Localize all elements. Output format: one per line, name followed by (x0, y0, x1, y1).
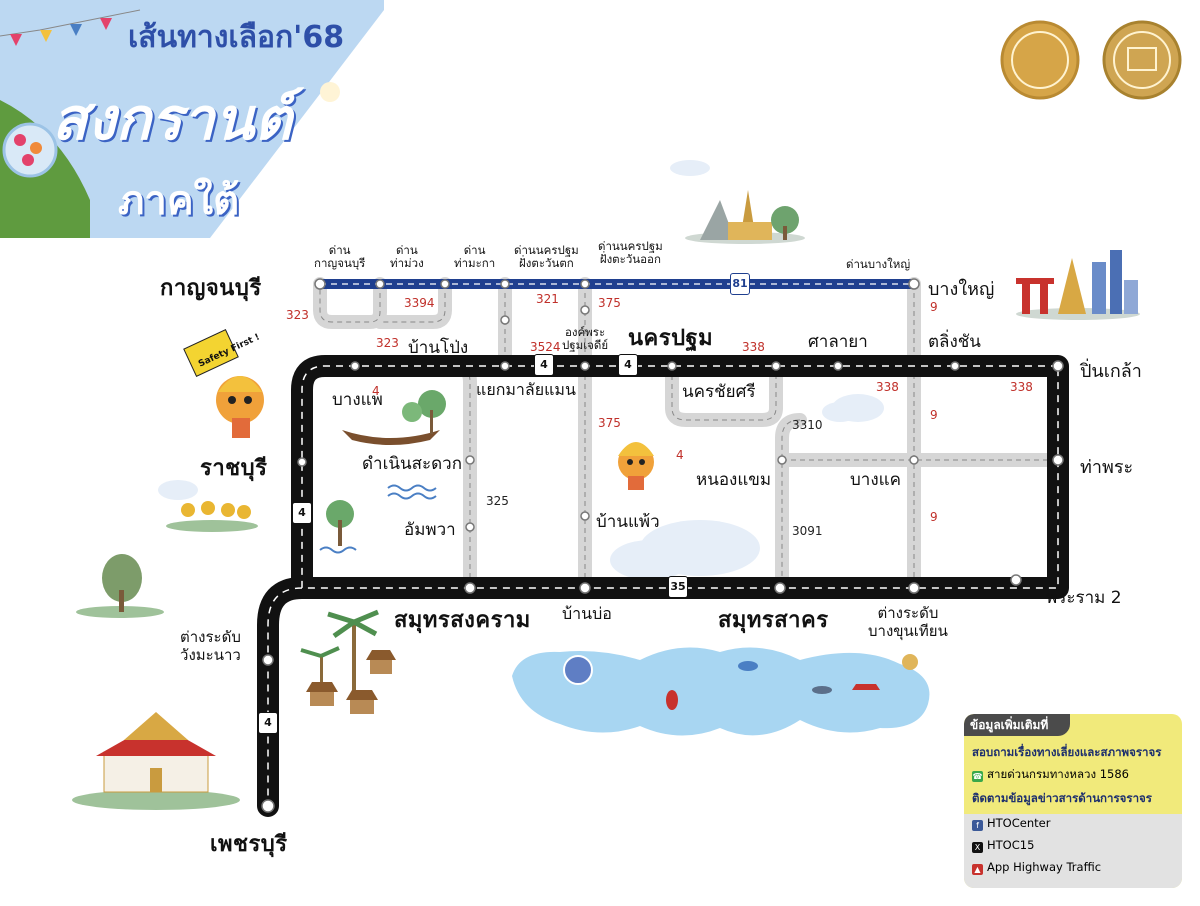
place-bangkhunthian: ต่างระดับ บางขุนเทียน (868, 604, 948, 640)
banner-title-region: ภาคใต้ (118, 178, 240, 224)
info-header: ข้อมูลเพิ่มเติมที่ (964, 714, 1070, 736)
info-facebook: HTOCenter (987, 816, 1051, 830)
place-damnoen: ดำเนินสะดวก (362, 454, 463, 474)
junction-nodes (261, 278, 1064, 813)
route-3524: 3524 (530, 340, 561, 354)
place-thaphra: ท่าพระ (1080, 457, 1134, 478)
toll-nakhonpathom-east: ด่านนครปฐม ฝั่งตะวันออก (598, 239, 663, 266)
place-bangphae: บางแพ (332, 390, 383, 410)
route-323-a: 323 (286, 308, 309, 322)
temple-illustration (685, 190, 805, 244)
city-phetchaburi: เพชรบุรี (210, 832, 288, 857)
water-waves (319, 484, 437, 554)
info-follow: ติดตามข้อมูลข่าวสารด้านการจราจร (972, 791, 1152, 805)
route-4-a: 4 (372, 384, 380, 398)
route-375-b: 375 (598, 416, 621, 430)
sunflower-field-illustration (166, 501, 258, 532)
route-9-a: 9 (930, 300, 938, 314)
info-app: App Highway Traffic (987, 860, 1102, 874)
info-x-row[interactable]: X HTOC15 (972, 838, 1034, 853)
tree-illustration (76, 500, 354, 618)
banner-background (0, 0, 384, 238)
place-nongkhaem: หนองแขม (696, 470, 772, 490)
info-facebook-row[interactable]: f HTOCenter (972, 816, 1050, 831)
place-banbo: บ้านบ่อ (562, 604, 612, 623)
toll-thamuang: ด่าน ท่าม่วง (390, 243, 424, 270)
route-321: 321 (536, 292, 559, 306)
toll-bangyai: ด่านบางใหญ่ (846, 257, 911, 271)
mascot-character-center (618, 442, 654, 490)
place-banphaeo: บ้านแพ้ว (596, 512, 660, 532)
place-talingchan: ตลิ่งชัน (928, 332, 981, 352)
banner-title-main: สงกรานต์ (52, 85, 292, 153)
city-ratchaburi: ราชบุรี (200, 456, 268, 481)
toll-nakhonpathom-west: ด่านนครปฐม ฝั่งตะวันตก (514, 243, 579, 270)
info-bottom-band (964, 814, 1182, 888)
place-salaya: ศาลายา (808, 332, 868, 352)
main-highways (257, 355, 1069, 817)
secondary-road-dashes (319, 284, 1058, 588)
palm-house-illustration (300, 609, 396, 714)
app-icon: ▲ (972, 864, 983, 875)
route-338-a: 338 (742, 340, 765, 354)
highway-shield-4-north: 4 (534, 354, 554, 376)
phone-icon: ☎ (972, 771, 983, 782)
route-3394: 3394 (404, 296, 435, 310)
place-banpong: บ้านโป่ง (408, 338, 469, 358)
route-3310: 3310 (792, 418, 823, 432)
toll-thamaka: ด่าน ท่ามะกา (454, 243, 496, 270)
info-x: HTOC15 (987, 838, 1035, 852)
route-4-b: 4 (676, 448, 684, 462)
route-325: 325 (486, 494, 509, 508)
place-nakhonchaisi: นครชัยศรี (682, 382, 756, 402)
city-samutsakhon: สมุทรสาคร (718, 608, 829, 633)
highway-shield-35: 35 (668, 576, 688, 598)
sea-illustration (512, 647, 930, 736)
title-banner: เส้นทางเลือก'68 สงกรานต์ ภาคใต้ (0, 0, 384, 238)
info-ask: สอบถามเรื่องทางเลี่ยงและสภาพจราจร (972, 745, 1162, 759)
motorway-shield-81: 81 (730, 273, 750, 295)
city-samutsongkhram: สมุทรสงคราม (394, 608, 531, 633)
x-icon: X (972, 842, 983, 853)
mascot-character-left (183, 329, 264, 438)
banner-title-top: เส้นทางเลือก'68 (128, 20, 345, 55)
city-kanchanaburi: กาญจนบุรี (160, 276, 262, 301)
place-wangmanao: ต่างระดับ วังมะนาว (180, 628, 241, 664)
route-338-b: 338 (876, 380, 899, 394)
bangkok-skyline-illustration (1016, 250, 1140, 320)
highway-shield-4-south: 4 (258, 712, 278, 734)
place-rama2: พระราม 2 (1046, 588, 1122, 608)
city-bangyai: บางใหญ่ (928, 279, 995, 300)
place-ongphra: องค์พระ ปฐมเจดีย์ (562, 325, 609, 352)
facebook-icon: f (972, 820, 983, 831)
royal-temple-illustration (72, 712, 240, 810)
highway-shield-4-west: 4 (292, 502, 312, 524)
place-bangkhae: บางแค (850, 470, 901, 490)
info-panel: ข้อมูลเพิ่มเติมที่ สอบถามเรื่องทางเลี่ยง… (964, 714, 1182, 888)
info-app-row[interactable]: ▲ App Highway Traffic (972, 860, 1101, 875)
agency-seals (1000, 20, 1182, 100)
decorative-clouds (158, 160, 884, 580)
place-amphawa: อัมพวา (404, 520, 456, 540)
info-hotline-row[interactable]: ☎ สายด่วนกรมทางหลวง 1586 (972, 766, 1129, 784)
route-3091: 3091 (792, 524, 823, 538)
route-9-b: 9 (930, 408, 938, 422)
boat-scene-illustration (342, 390, 446, 445)
toll-kanchanaburi: ด่าน กาญจนบุรี (314, 243, 366, 270)
city-nakhonpathom: นครปฐม (628, 326, 714, 351)
info-hotline: สายด่วนกรมทางหลวง 1586 (987, 767, 1129, 781)
highway-shield-4-north-east: 4 (618, 354, 638, 376)
route-323-b: 323 (376, 336, 399, 350)
place-pinklao: ปิ่นเกล้า (1080, 361, 1142, 382)
route-338-c: 338 (1010, 380, 1033, 394)
route-9-c: 9 (930, 510, 938, 524)
route-375-a: 375 (598, 296, 621, 310)
place-yaek-malai: แยกมาลัยแมน (476, 380, 576, 399)
